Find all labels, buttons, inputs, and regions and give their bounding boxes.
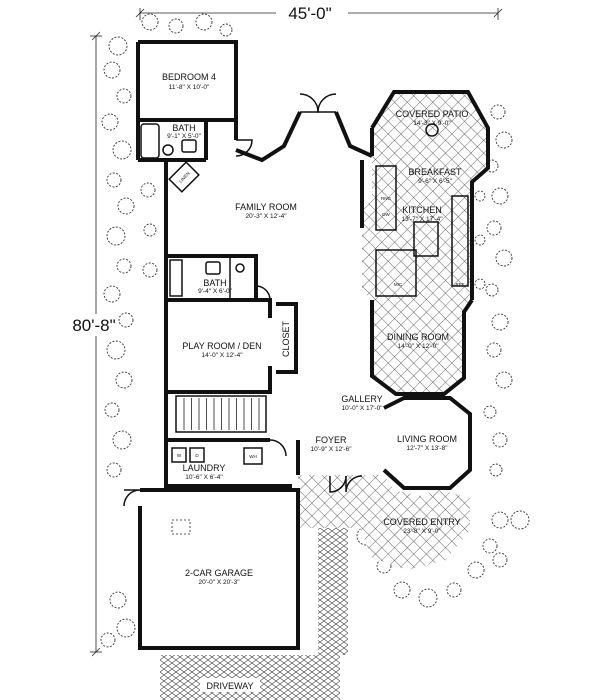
shrub: [492, 432, 508, 448]
shrub: [495, 249, 513, 267]
shrub: [491, 313, 509, 331]
shrub: [510, 510, 530, 530]
shrub: [393, 581, 411, 599]
depth-dimension-label: 80'-8": [72, 316, 115, 335]
play-room-name: PLAY ROOM / DEN: [182, 341, 261, 351]
shrub: [116, 88, 132, 104]
shrub: [446, 582, 462, 598]
shrub: [418, 588, 438, 608]
width-dimension: 45'-0": [135, 3, 503, 23]
covered-entry-dim: 23'-8" X 9'-0": [403, 528, 441, 535]
shrub: [168, 18, 184, 34]
shrub: [115, 371, 133, 389]
range-label: RNG: [381, 196, 391, 201]
shrub: [140, 182, 156, 198]
gallery-dim: 10'-0" X 17'-0": [341, 405, 383, 412]
shrub: [106, 340, 126, 360]
shrub: [106, 462, 122, 478]
bedroom4-dim: 11'-8" X 10'-0": [169, 84, 210, 91]
doors: [123, 93, 363, 507]
microwave-label: MIC: [394, 282, 403, 287]
shrub: [112, 430, 132, 450]
driveway-name: DRIVEWAY: [206, 681, 253, 691]
shrub: [117, 197, 135, 215]
breakfast-dim: 9'-6" X 6'-5": [418, 178, 453, 185]
foyer-dim: 10'-9" X 12'-6": [310, 446, 352, 453]
shrub: [495, 131, 513, 149]
shrub: [486, 220, 502, 236]
width-dimension-label: 45'-0": [288, 4, 331, 23]
shrub: [116, 258, 132, 274]
laundry-dim: 10'-6" X 6'-4": [185, 474, 223, 481]
refrigerator-label: REF: [456, 282, 465, 287]
garage-name: 2-CAR GARAGE: [185, 568, 253, 578]
bath-upper-name: BATH: [172, 123, 195, 133]
shrub: [141, 13, 159, 31]
garage-dim: 20'-0" X 20'-3": [198, 579, 240, 586]
shrub: [474, 278, 486, 290]
bath-lower-dim: 9'-4" X 6'-0": [198, 288, 233, 295]
covered-entry-name: COVERED ENTRY: [383, 517, 460, 527]
bath-lower-name: BATH: [203, 278, 226, 288]
shrub: [474, 190, 486, 202]
shrub: [101, 113, 119, 131]
closet-name: CLOSET: [281, 320, 291, 357]
foyer-name: FOYER: [315, 435, 347, 445]
room-labels: BEDROOM 4 11'-8" X 10'-0" BATH 9'-1" X 5…: [162, 72, 468, 692]
family-room-dim: 20'-3" X 12'-4": [245, 213, 287, 220]
depth-dimension: 80'-8": [66, 31, 116, 657]
shrub: [219, 23, 233, 37]
kitchen-dim: 13'-7" X 17'-4": [401, 216, 443, 223]
fixtures: LINEN RNG DW REF MIC W D WH: [140, 123, 469, 535]
shrub: [100, 632, 116, 648]
covered-patio-dim: 14'-3" X 9'-0": [413, 120, 451, 127]
linen-label: LINEN: [178, 171, 191, 184]
water-heater-label: WH: [249, 454, 257, 459]
shrub: [490, 104, 506, 120]
tiled-floor: [160, 92, 488, 700]
shrub: [106, 226, 126, 246]
shrub: [482, 538, 498, 554]
shrub: [195, 13, 213, 31]
covered-patio-name: COVERED PATIO: [396, 109, 469, 119]
shrub: [106, 172, 122, 188]
dishwasher-label: DW: [382, 212, 390, 217]
shrub: [486, 342, 502, 358]
dryer-label: D: [195, 453, 199, 458]
dining-room-name: DINING ROOM: [387, 332, 449, 342]
shrub: [495, 371, 513, 389]
landscaping: [100, 13, 530, 648]
shrub: [109, 591, 127, 609]
shrub: [104, 402, 120, 418]
washer-label: W: [177, 453, 182, 458]
breakfast-name: BREAKFAST: [408, 167, 462, 177]
gallery-name: GALLERY: [341, 394, 382, 404]
shrub: [485, 283, 499, 297]
shrub: [118, 312, 134, 328]
shrub: [142, 262, 158, 278]
play-room-dim: 14'-0" X 12'-4": [201, 352, 243, 359]
bedroom4-name: BEDROOM 4: [162, 72, 216, 82]
living-room-dim: 12'-7" X 13'-8": [406, 445, 448, 452]
living-room-name: LIVING ROOM: [397, 434, 457, 444]
family-room-name: FAMILY ROOM: [235, 202, 297, 212]
shrub: [103, 61, 121, 79]
shrub: [474, 234, 486, 246]
shrub: [491, 511, 509, 529]
shrub: [112, 140, 132, 160]
shrub: [489, 463, 503, 477]
shrub: [103, 285, 121, 303]
shrub: [143, 223, 157, 237]
shrub: [108, 36, 128, 56]
shrub: [116, 618, 136, 638]
bath-upper-dim: 9'-1" X 5'-0": [167, 133, 202, 140]
laundry-name: LAUNDRY: [183, 463, 226, 473]
shrub: [467, 561, 485, 579]
shrub: [492, 552, 508, 568]
shrub: [483, 405, 497, 419]
shrub: [491, 187, 509, 205]
dining-room-dim: 14'-0" X 12'-0": [397, 343, 439, 350]
kitchen-name: KITCHEN: [402, 205, 442, 215]
